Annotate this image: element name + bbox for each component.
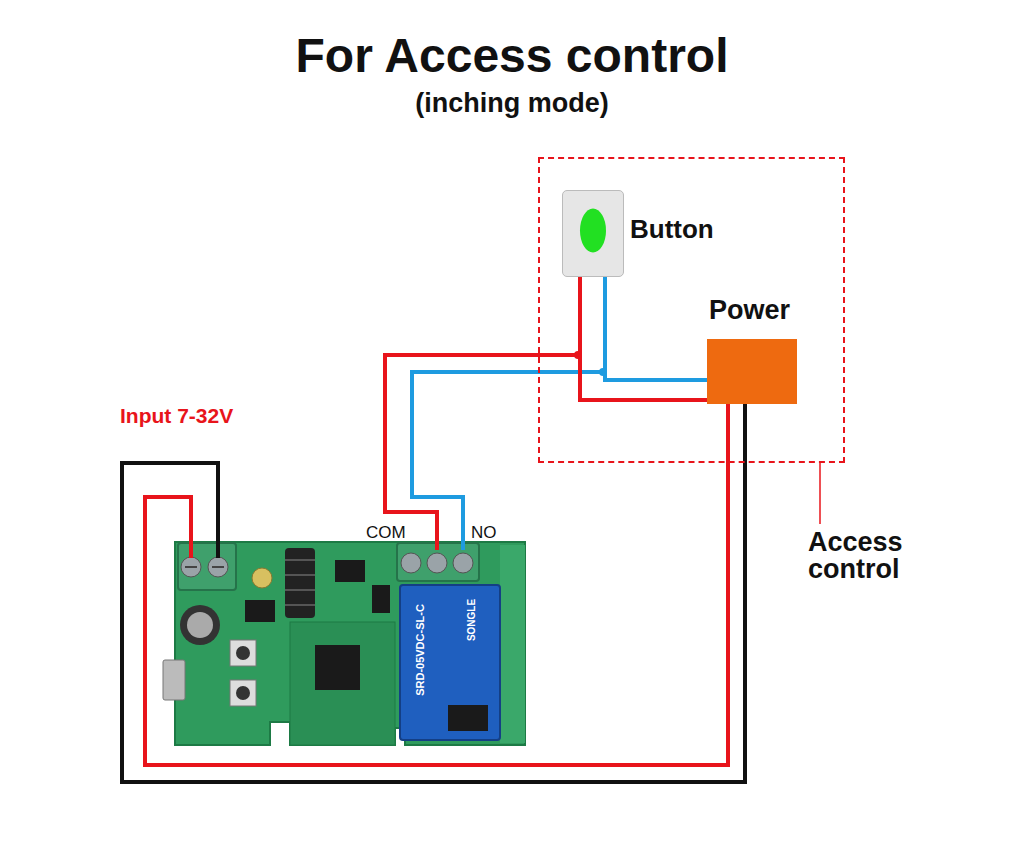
screw-slot: [212, 566, 224, 568]
chip: [315, 645, 360, 690]
wire: [580, 277, 707, 400]
terminal-screw: [401, 553, 421, 573]
wifi-module: [290, 622, 395, 745]
chip: [372, 585, 390, 613]
push-button: [230, 680, 256, 706]
subtitle: (inching mode): [0, 88, 1024, 119]
relay: [400, 585, 500, 740]
node-label: Button: [630, 216, 714, 242]
push-button-cap: [236, 646, 250, 660]
terminal-screw: [208, 557, 228, 577]
node-label: Power: [709, 297, 790, 324]
usb-port: [163, 660, 185, 700]
button-box: Button: [562, 190, 624, 277]
terminal-screw: [427, 553, 447, 573]
wire-black: [122, 402, 745, 782]
relay-marking: SRD-05VDC-SL-C: [414, 604, 427, 696]
node-label: Access control: [808, 529, 926, 583]
antenna-coil: [285, 548, 315, 618]
chip: [335, 560, 365, 582]
leader-line: [819, 463, 821, 524]
coil-turn: [285, 574, 315, 576]
screw-slot: [185, 566, 197, 568]
capacitor: [252, 568, 272, 588]
terminal-block: [178, 543, 236, 590]
voltage-label: Input 7-32V: [120, 404, 233, 428]
coil-turn: [285, 589, 315, 591]
relay-brand: SONGLE: [466, 599, 478, 641]
coil-turn: [285, 559, 315, 561]
terminal-screw: [453, 553, 473, 573]
push-button: [230, 640, 256, 666]
pcb-board: [175, 542, 525, 745]
access-control-region: Access controlButtonPower: [538, 157, 845, 463]
chip: [245, 600, 275, 622]
title: For Access control: [0, 30, 1024, 83]
capacitor: [180, 605, 220, 645]
pin-label: NO: [471, 523, 497, 543]
coil-turn: [285, 604, 315, 606]
pin-label: COM: [366, 523, 406, 543]
wire: [605, 277, 707, 380]
button-lamp-svg: [562, 190, 624, 277]
diode: [448, 705, 488, 731]
push-button-cap: [236, 686, 250, 700]
power-box: Power: [707, 339, 797, 404]
pcb-edge: [500, 545, 525, 743]
wire-red: [145, 402, 728, 765]
button-lamp: [580, 209, 606, 253]
terminal-screw: [181, 557, 201, 577]
capacitor-top: [187, 612, 213, 638]
wire-blue: [412, 372, 603, 550]
